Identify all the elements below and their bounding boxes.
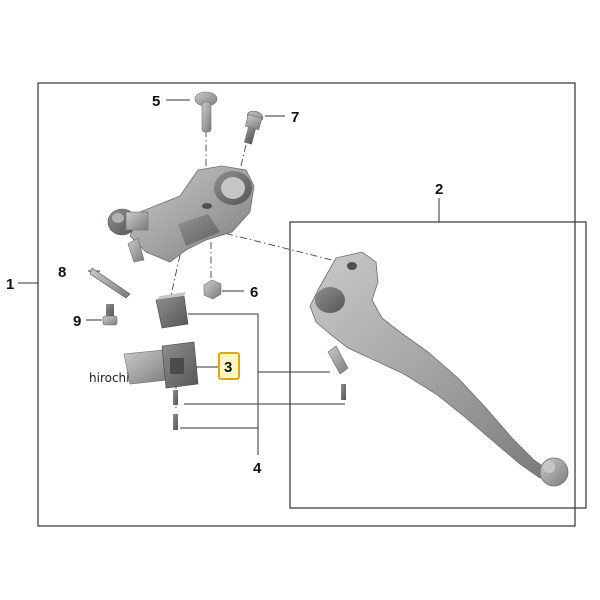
pivot-bolt	[194, 91, 218, 133]
leader-lines	[18, 99, 440, 455]
adjuster-knob	[107, 208, 149, 263]
small-screw	[102, 304, 118, 326]
callout-1: 1	[6, 276, 14, 293]
callout-4: 4	[253, 460, 262, 477]
callouts: 1 2 3 4 5 6 7 8 9	[6, 93, 443, 477]
clutch-switch	[123, 341, 199, 389]
callout-3: 3	[224, 359, 232, 376]
lever-bracket	[129, 165, 255, 263]
lever-frame	[289, 221, 587, 509]
callout-9: 9	[73, 313, 81, 330]
callout-7: 7	[291, 109, 299, 126]
set-screws	[173, 384, 346, 430]
hex-nut	[203, 279, 222, 300]
watermark-text: hirochi	[89, 371, 130, 385]
socket-screw	[243, 110, 264, 145]
highlight-box	[218, 352, 240, 380]
switch-block	[155, 292, 189, 329]
callout-6: 6	[250, 284, 258, 301]
callout-5: 5	[152, 93, 160, 110]
spring-clip	[89, 267, 131, 299]
clutch-lever	[309, 251, 569, 487]
callout-2: 2	[435, 181, 443, 198]
assembly-frame	[37, 82, 576, 527]
callout-8: 8	[58, 264, 66, 281]
lever-clip	[327, 345, 349, 375]
